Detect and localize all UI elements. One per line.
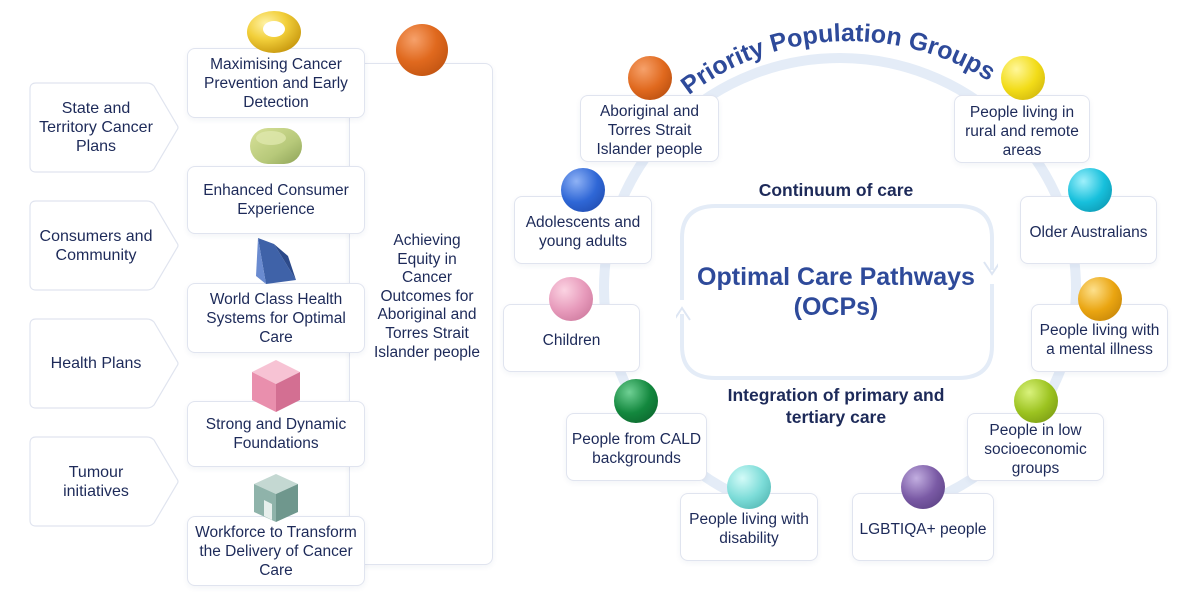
group-label: People in low socioeconomic groups: [984, 421, 1087, 477]
left-item-label: State and Territory Cancer Plans: [39, 100, 153, 155]
sphere-icon: [1068, 168, 1112, 212]
group-rural-remote: People living in rural and remote areas: [954, 95, 1090, 163]
step-block-icon: [254, 474, 298, 522]
wedge-icon: [256, 238, 296, 284]
left-item-tumour-initiatives: Tumour initiatives: [29, 436, 180, 527]
sphere-icon: [1001, 56, 1045, 100]
care-cycle-diagram: [676, 204, 998, 380]
left-item-state-territory-plans: State and Territory Cancer Plans: [29, 82, 180, 173]
group-adolescents-young-adults: Adolescents and young adults: [514, 196, 652, 264]
pillar-health-systems: World Class Health Systems for Optimal C…: [187, 283, 365, 353]
left-item-consumers-community: Consumers and Community: [29, 200, 180, 291]
pillar-label: Enhanced Consumer Experience: [203, 182, 349, 218]
sphere-icon: [901, 465, 945, 509]
sphere-icon: [614, 379, 658, 423]
group-label: Older Australians: [1029, 223, 1148, 241]
pillar-label: World Class Health Systems for Optimal C…: [206, 290, 346, 346]
group-label: LGBTIQA+ people: [859, 520, 987, 538]
group-label: Aboriginal and Torres Strait Islander pe…: [596, 103, 703, 158]
left-item-label: Tumour initiatives: [63, 463, 129, 500]
priority-ring: Priority Population Groups: [599, 20, 1081, 500]
continuum-label: Continuum of care: [758, 180, 914, 200]
sphere-icon: [549, 277, 593, 321]
group-low-socioeconomic: People in low socioeconomic groups: [967, 413, 1104, 481]
group-label: Children: [542, 331, 601, 349]
left-item-health-plans: Health Plans: [29, 318, 180, 409]
pillar-prevention-early-detection: Maximising Cancer Prevention and Early D…: [187, 48, 365, 118]
pillar-label: Workforce to Transform the Delivery of C…: [195, 523, 357, 579]
group-aboriginal-torres-strait: Aboriginal and Torres Strait Islander pe…: [580, 95, 719, 162]
achieving-equity-sphere-icon: [396, 24, 448, 76]
sphere-icon: [561, 168, 605, 212]
pillar-label: Strong and Dynamic Foundations: [205, 416, 347, 452]
sphere-icon: [727, 465, 771, 509]
cube-icon: [252, 360, 300, 412]
sphere-icon: [1014, 379, 1058, 423]
achieving-equity-label: Achieving Equity in Cancer Outcomes for …: [374, 232, 480, 361]
group-label: People living in rural and remote areas: [965, 103, 1079, 159]
group-cald-backgrounds: People from CALD backgrounds: [566, 413, 707, 481]
group-label: People living with a mental illness: [1039, 322, 1160, 358]
group-mental-illness: People living with a mental illness: [1031, 304, 1168, 372]
left-item-label: Health Plans: [50, 355, 142, 372]
pillar-label: Maximising Cancer Prevention and Early D…: [204, 55, 348, 111]
sphere-icon: [628, 56, 672, 100]
achieving-equity-panel: Achieving Equity in Cancer Outcomes for …: [349, 63, 493, 565]
ocp-title: Optimal Care Pathways (OCPs): [697, 263, 975, 321]
pillar-workforce: Workforce to Transform the Delivery of C…: [187, 516, 365, 586]
group-label: People from CALD backgrounds: [571, 431, 702, 467]
group-label: Adolescents and young adults: [525, 214, 641, 250]
sphere-icon: [1078, 277, 1122, 321]
group-label: People living with disability: [689, 511, 809, 547]
pillar-consumer-experience: Enhanced Consumer Experience: [187, 166, 365, 234]
integration-label: Integration of primary and tertiary care: [727, 385, 945, 427]
capsule-icon: [250, 128, 302, 164]
torus-icon: [247, 11, 301, 53]
left-item-label: Consumers and Community: [39, 227, 153, 264]
